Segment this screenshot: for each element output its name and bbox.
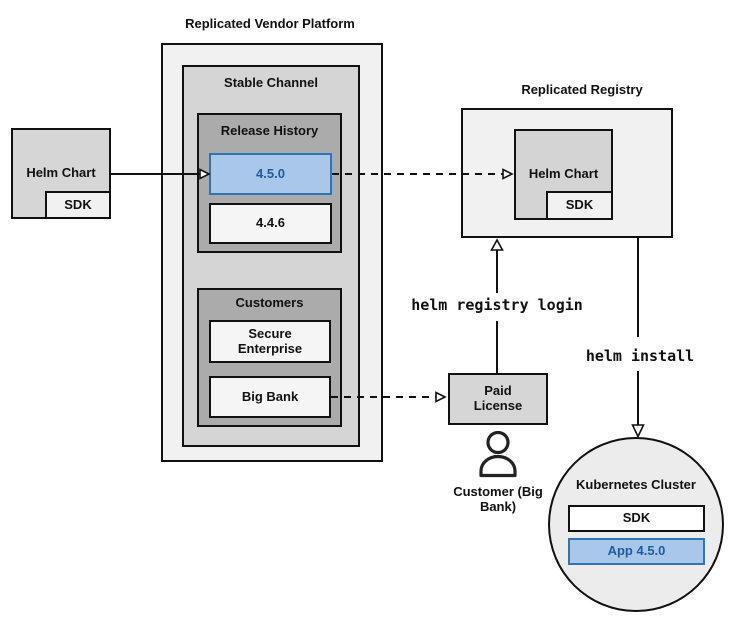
customer-secure-enterprise-label: Secure Enterprise bbox=[237, 325, 303, 356]
command-registry-login: helm registry login bbox=[411, 296, 583, 314]
registry-helm-chart-label: Helm Chart bbox=[528, 166, 599, 182]
arrow-registry-to-cluster-bottom bbox=[637, 371, 639, 425]
release-version-446: 4.4.6 bbox=[209, 203, 332, 244]
kubernetes-sdk-box: SDK bbox=[568, 505, 705, 532]
command-helm-install: helm install bbox=[585, 347, 695, 365]
paid-license-label: Paid License bbox=[473, 383, 523, 413]
kubernetes-app-box: App 4.5.0 bbox=[568, 538, 705, 565]
registry-title: Replicated Registry bbox=[521, 82, 643, 97]
arrow-license-to-registry-tail bbox=[496, 321, 498, 373]
stable-channel-title: Stable Channel bbox=[224, 75, 318, 90]
arrow-release-to-registry bbox=[332, 168, 514, 180]
arrow-registry-to-cluster-top bbox=[637, 238, 639, 337]
release-history-title: Release History bbox=[220, 123, 319, 138]
kubernetes-cluster-title: Kubernetes Cluster bbox=[576, 477, 696, 492]
vendor-platform-title: Replicated Vendor Platform bbox=[185, 16, 355, 31]
customer-big-bank: Big Bank bbox=[209, 376, 331, 418]
customers-title: Customers bbox=[235, 295, 304, 310]
release-version-450: 4.5.0 bbox=[209, 153, 332, 195]
release-version-450-label: 4.5.0 bbox=[256, 165, 285, 181]
customer-secure-enterprise: Secure Enterprise bbox=[209, 320, 331, 363]
vendor-sdk-box: SDK bbox=[45, 191, 111, 219]
arrow-license-to-registry-head bbox=[490, 238, 504, 293]
release-version-446-label: 4.4.6 bbox=[256, 215, 285, 231]
registry-sdk-label: SDK bbox=[565, 197, 594, 213]
arrow-big-bank-to-license bbox=[331, 391, 447, 403]
vendor-sdk-label: SDK bbox=[64, 196, 92, 212]
kubernetes-sdk-label: SDK bbox=[622, 510, 651, 526]
vendor-helm-chart-label: Helm Chart bbox=[26, 165, 96, 181]
registry-sdk-box: SDK bbox=[546, 191, 613, 220]
customer-caption: Customer (Big Bank) bbox=[453, 484, 543, 514]
paid-license-box: Paid License bbox=[448, 373, 548, 425]
customer-person-icon bbox=[479, 430, 517, 478]
arrow-registry-to-cluster-head bbox=[631, 424, 645, 439]
kubernetes-app-label: App 4.5.0 bbox=[607, 543, 666, 559]
arrow-helm-chart-to-release bbox=[111, 168, 211, 180]
customer-big-bank-label: Big Bank bbox=[241, 388, 299, 404]
